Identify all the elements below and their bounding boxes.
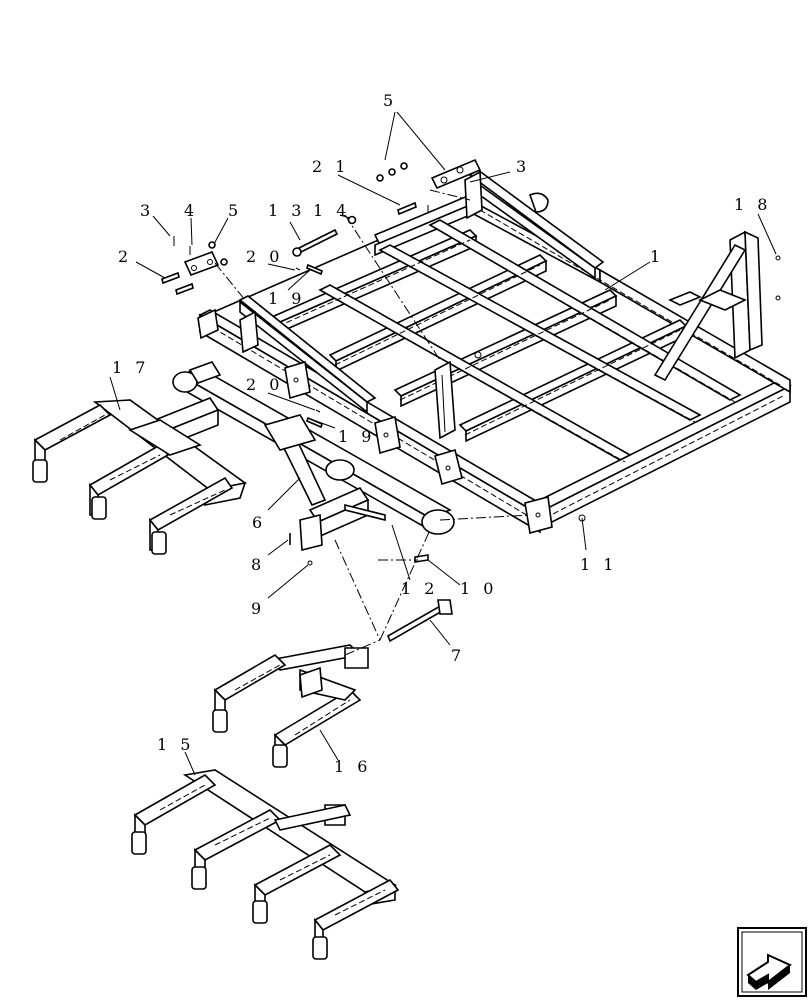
callout-7: 7 [451,646,465,665]
callout-1: 1 [650,247,664,266]
callout-20-mid: 2 0 [246,375,283,394]
callout-2: 2 [118,247,132,266]
callout-3-top: 3 [516,157,530,176]
callout-8: 8 [251,555,265,574]
callout-5-top: 5 [383,91,397,110]
next-page-arrow-icon[interactable] [737,927,807,997]
callout-5-left: 5 [228,201,242,220]
shank-assembly-15 [131,769,400,960]
callout-20-top: 2 0 [246,247,283,266]
main-frame [197,169,792,535]
callout-10: 1 0 [460,579,497,598]
callout-13: 1 3 [268,201,305,220]
leader-lines [109,111,777,776]
alignment-lines [214,189,531,656]
callout-19-top: 1 9 [268,289,305,308]
callout-4: 4 [184,201,198,220]
callout-11: 1 1 [580,555,617,574]
callout-21: 2 1 [312,157,349,176]
callout-15: 1 5 [157,735,194,754]
callout-14: 1 4 [313,201,350,220]
hardware-group [161,158,482,643]
callout-19-mid: 1 9 [338,427,375,446]
callout-17: 1 7 [112,358,149,377]
callout-16: 1 6 [334,757,371,776]
center-toolbar [153,361,455,552]
callout-12: 1 2 [401,579,438,598]
callout-18: 1 8 [734,195,771,214]
shank-assembly-17 [32,399,247,555]
callout-3-left: 3 [140,201,154,220]
callout-6: 6 [252,513,266,532]
callout-9: 9 [251,599,265,618]
callout-labels: 5 2 1 3 3 4 5 1 3 1 4 2 2 0 1 9 1 8 1 1 … [112,91,771,776]
shank-assembly-16 [212,644,369,768]
